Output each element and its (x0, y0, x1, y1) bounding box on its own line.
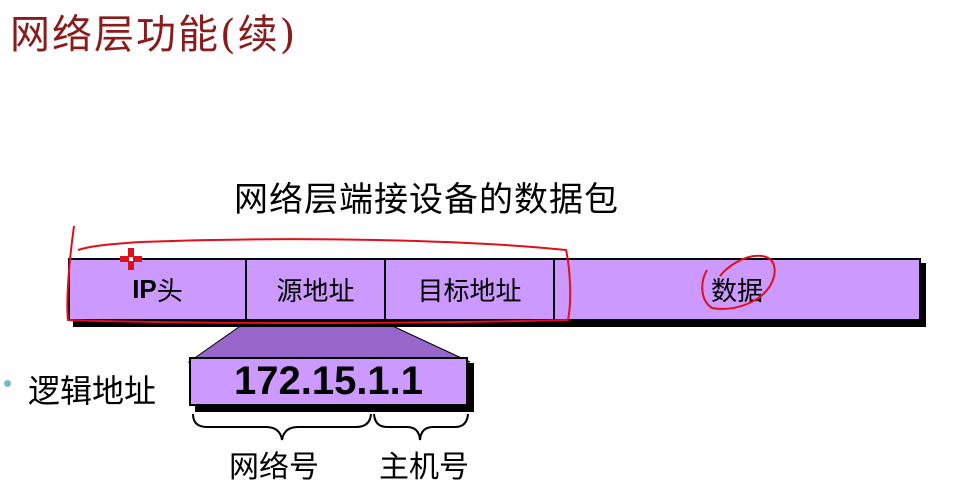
address-value: 172.15.1.1 (233, 359, 424, 403)
host-number-label: 主机号 (379, 450, 469, 485)
red-circle-annotation (66, 225, 572, 324)
cursor-cross-icon (120, 248, 142, 270)
red-scribble-annotation (701, 254, 776, 310)
host-brace (373, 413, 469, 441)
bullet-logical-address: 逻辑地址 (28, 372, 157, 410)
network-number-label: 网络号 (229, 450, 319, 485)
packet-field-data: 数据 (555, 260, 919, 319)
ip-header-label: 头 (156, 277, 183, 307)
ip-header-bold-label: IP (132, 274, 157, 304)
page-title: 网络层功能(续) (10, 12, 298, 58)
packet-field-destination-address: 目标地址 (386, 260, 555, 319)
destination-address-label: 目标地址 (417, 277, 522, 307)
bullet-dot (4, 380, 11, 387)
source-address-label: 源地址 (276, 277, 355, 307)
network-brace (192, 413, 372, 441)
diagram-subtitle: 网络层端接设备的数据包 (234, 180, 619, 220)
data-label: 数据 (710, 277, 763, 307)
address-box: 172.15.1.1 (189, 357, 468, 406)
packet-field-source-address: 源地址 (247, 260, 386, 319)
